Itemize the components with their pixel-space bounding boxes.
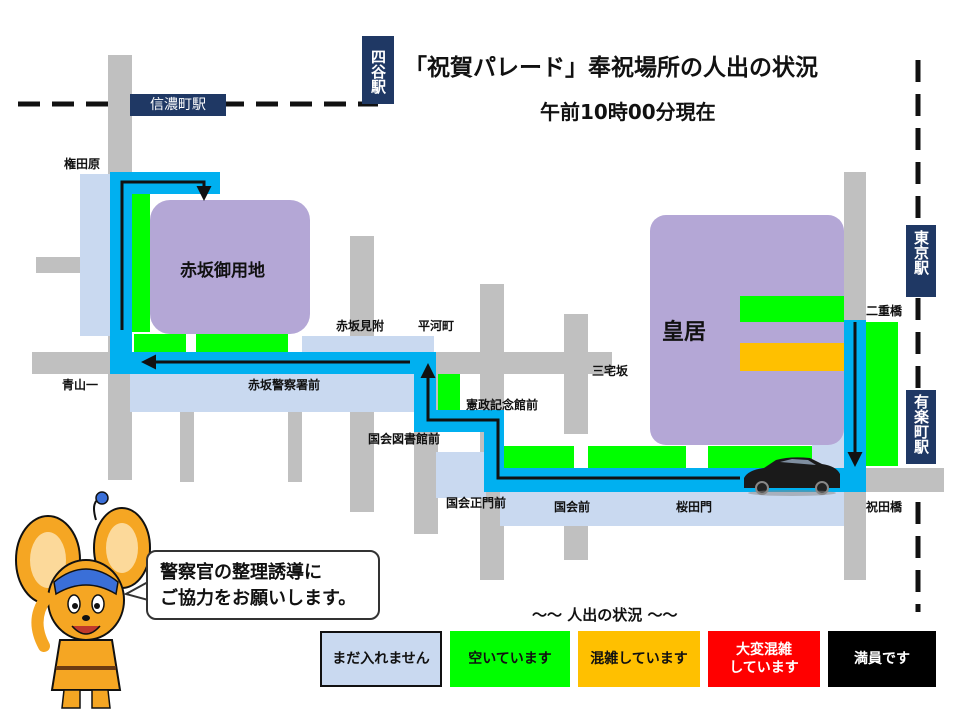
zone-vacant xyxy=(866,322,898,466)
kokyo-block xyxy=(650,215,844,445)
zone-crowded xyxy=(740,343,844,371)
place-label-kokkai-mae: 国会前 xyxy=(554,500,591,514)
zone-vacant xyxy=(134,334,186,352)
place-label-iwaidabashi: 祝田橋 xyxy=(866,500,903,514)
station-box-yurakucho xyxy=(906,390,936,464)
zone-not-yet xyxy=(436,452,486,498)
timestamp-label: 午前10時00分現在 xyxy=(540,100,716,124)
station-label-yotsuya: 四谷駅 xyxy=(369,48,387,94)
place-label-gondawara: 権田原 xyxy=(64,157,101,171)
legend-title: ～～ 人出の状況 ～～ xyxy=(532,606,678,624)
zone-vacant xyxy=(438,374,460,410)
landmark-label-kokyo: 皇居 xyxy=(662,320,707,345)
legend-item-label: 空いています xyxy=(468,651,552,667)
zone-vacant xyxy=(504,446,574,468)
zone-not-yet xyxy=(302,336,434,354)
zones-vacant xyxy=(132,194,898,468)
zone-not-yet xyxy=(80,174,110,336)
place-label-nijubashi: 二重橋 xyxy=(866,304,903,318)
speech-bubble-line: 警察官の整理誘導に xyxy=(160,562,322,583)
station-box-tokyo xyxy=(906,225,936,297)
place-label-miyakezaka: 三宅坂 xyxy=(592,364,629,378)
legend-item-very-crowded: 大変混雑 しています xyxy=(708,631,820,687)
legend-item-label: まだ入れません xyxy=(332,651,430,667)
place-label-sakuradamon: 桜田門 xyxy=(676,500,713,514)
mascot-icon xyxy=(15,491,151,709)
zone-not-yet xyxy=(500,490,844,526)
legend-item-label: 混雑しています xyxy=(590,651,688,667)
station-label-yurakucho: 有楽町駅 xyxy=(912,394,930,454)
place-label-kokkai-toshokan-mae: 国会図書館前 xyxy=(368,432,441,446)
legend-item-crowded: 混雑しています xyxy=(578,631,700,687)
route-arrow xyxy=(420,363,740,480)
station-box-yotsuya xyxy=(362,36,394,104)
legend-item-not-yet: まだ入れません xyxy=(320,631,442,687)
akasaka-gyoyochi-block xyxy=(150,200,310,334)
zone-vacant xyxy=(196,334,288,352)
road xyxy=(564,314,588,434)
place-label-aoyama-itchome: 青山一 xyxy=(62,378,99,392)
zone-vacant xyxy=(132,194,150,332)
parade-car-icon xyxy=(744,457,840,496)
legend-item-vacant: 空いています xyxy=(450,631,570,687)
legend-item-label: 大変混雑 xyxy=(736,642,792,658)
zone-vacant xyxy=(588,446,686,468)
place-label-akasaka-mitsuke: 赤坂見附 xyxy=(336,319,385,333)
route-arrow xyxy=(120,180,212,330)
landmark-label-akasaka-gyoyochi: 赤坂御用地 xyxy=(180,261,265,281)
station-box-shinanomachi xyxy=(130,94,226,116)
station-label-tokyo: 東京駅 xyxy=(912,230,930,275)
speech-bubble-line: ご協力をお願いします。 xyxy=(160,588,357,609)
legend-item-label: 満員です xyxy=(854,651,910,667)
zone-vacant xyxy=(740,296,844,322)
speech-bubble: 警察官の整理誘導に ご協力をお願いします。 xyxy=(146,550,380,620)
legend-item-label: しています xyxy=(729,660,799,676)
station-label-shinanomachi: 信濃町駅 xyxy=(150,97,206,113)
zones-not-yet xyxy=(80,174,846,526)
place-label-akasaka-keisatsusho-mae: 赤坂警察署前 xyxy=(248,378,321,392)
zone-not-yet xyxy=(130,374,414,412)
place-label-kensei-kinenkan-mae: 憲政記念館前 xyxy=(466,398,539,412)
legend-item-full: 満員です xyxy=(828,631,936,687)
place-label-kokkai-seimon-mae: 国会正門前 xyxy=(446,496,507,510)
place-label-hirakawacho: 平河町 xyxy=(418,319,455,333)
page-title: 「祝賀パレード」奉祝場所の人出の状況 xyxy=(404,55,818,81)
